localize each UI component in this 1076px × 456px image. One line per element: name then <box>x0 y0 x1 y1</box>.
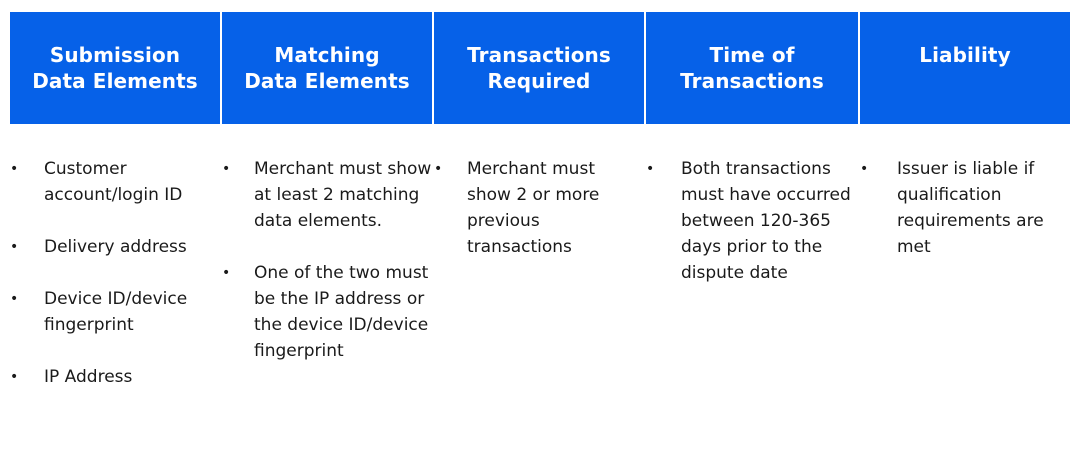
bullet-list: Merchant must show at least 2 matching d… <box>222 156 432 364</box>
bullet-list: Both transactions must have occurred bet… <box>646 156 858 286</box>
bullet-list: Customer account/login ID Delivery addre… <box>10 156 220 390</box>
list-item: Merchant must show 2 or more previous tr… <box>434 156 644 260</box>
cell-matching-data-elements: Merchant must show at least 2 matching d… <box>222 124 432 416</box>
cell-submission-data-elements: Customer account/login ID Delivery addre… <box>10 124 220 416</box>
header-label: Submission Data Elements <box>32 43 198 93</box>
list-item: Customer account/login ID <box>10 156 220 208</box>
header-time-of-transactions: Time of Transactions <box>646 12 858 124</box>
list-item: Delivery address <box>10 234 220 260</box>
bullet-list: Issuer is liable if qualification requir… <box>860 156 1070 260</box>
list-item: Device ID/device fingerprint <box>10 286 220 338</box>
requirements-table: Submission Data Elements Matching Data E… <box>10 12 1070 416</box>
cell-transactions-required: Merchant must show 2 or more previous tr… <box>434 124 644 416</box>
header-label: Matching Data Elements <box>244 43 410 93</box>
bullet-list: Merchant must show 2 or more previous tr… <box>434 156 644 260</box>
cell-liability: Issuer is liable if qualification requir… <box>860 124 1070 416</box>
header-matching-data-elements: Matching Data Elements <box>222 12 432 124</box>
list-item: Both transactions must have occurred bet… <box>646 156 858 286</box>
list-item: Merchant must show at least 2 matching d… <box>222 156 432 234</box>
header-transactions-required: Transactions Required <box>434 12 644 124</box>
list-item: Issuer is liable if qualification requir… <box>860 156 1070 260</box>
header-label: Time of Transactions <box>680 43 824 93</box>
header-label: Transactions Required <box>467 43 611 93</box>
list-item: One of the two must be the IP address or… <box>222 260 432 364</box>
cell-time-of-transactions: Both transactions must have occurred bet… <box>646 124 858 416</box>
header-submission-data-elements: Submission Data Elements <box>10 12 220 124</box>
list-item: IP Address <box>10 364 220 390</box>
header-liability: Liability <box>860 12 1070 124</box>
header-label: Liability <box>919 43 1011 67</box>
